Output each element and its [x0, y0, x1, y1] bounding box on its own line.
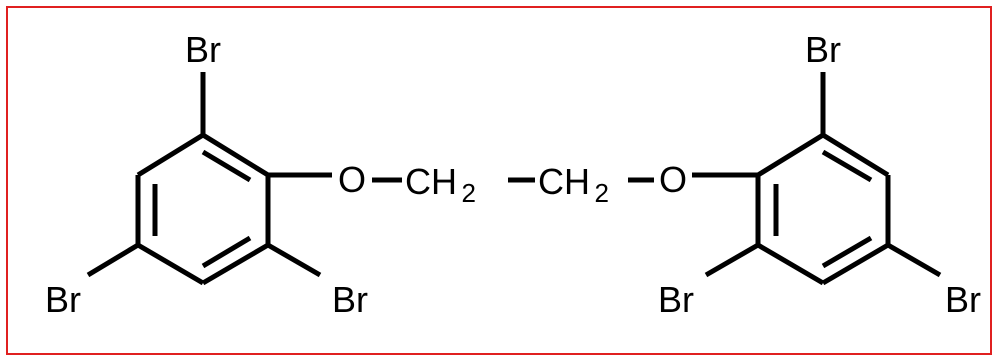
atom-o-left: O [338, 159, 366, 200]
atom-br-bottom-right: Br [658, 279, 694, 320]
ch2-left-subscript: 2 [461, 178, 475, 208]
ch2-right-subscript: 2 [594, 178, 608, 208]
right-ring-double-bond-c [821, 235, 873, 269]
left-ring-bond-c4-c5 [136, 242, 205, 286]
right-ring-bond-c2-c3 [821, 132, 890, 178]
atom-br-top-left: Br [185, 29, 221, 70]
atom-br-top-right: Br [805, 29, 841, 70]
atom-br-left: Br [45, 279, 81, 320]
bond-left-c6-br-bottom [266, 242, 322, 278]
ch2-right-label: CH [538, 161, 590, 202]
atom-o-right: O [659, 159, 687, 200]
left-ring-bond-c1-c2 [201, 132, 270, 178]
bond-right-c4-br-right [886, 242, 942, 278]
ch2-left-label: CH [405, 161, 457, 202]
group-ch2-left: CH 2 [405, 161, 476, 208]
right-benzene-ring [755, 132, 891, 286]
bond-left-c4-br-left [86, 242, 140, 278]
group-ch2-right: CH 2 [538, 161, 609, 208]
left-benzene-ring [135, 132, 271, 286]
right-ring-bond-c1-c2 [756, 132, 825, 178]
right-ring-bond-c4-c5 [821, 242, 890, 286]
right-ring-double-bond-a [821, 149, 873, 183]
left-ring-double-bond-c [201, 235, 252, 269]
left-ring-bond-c5-c6 [201, 242, 270, 286]
left-ring-bond-c2-c3 [136, 132, 205, 178]
atom-br-right: Br [945, 279, 981, 320]
atom-br-bottom-left: Br [332, 279, 368, 320]
left-ring-double-bond-a [201, 149, 252, 183]
right-ring-bond-c5-c6 [756, 242, 825, 286]
figure-frame [6, 6, 992, 355]
bond-right-c6-br-bottom [704, 242, 760, 278]
